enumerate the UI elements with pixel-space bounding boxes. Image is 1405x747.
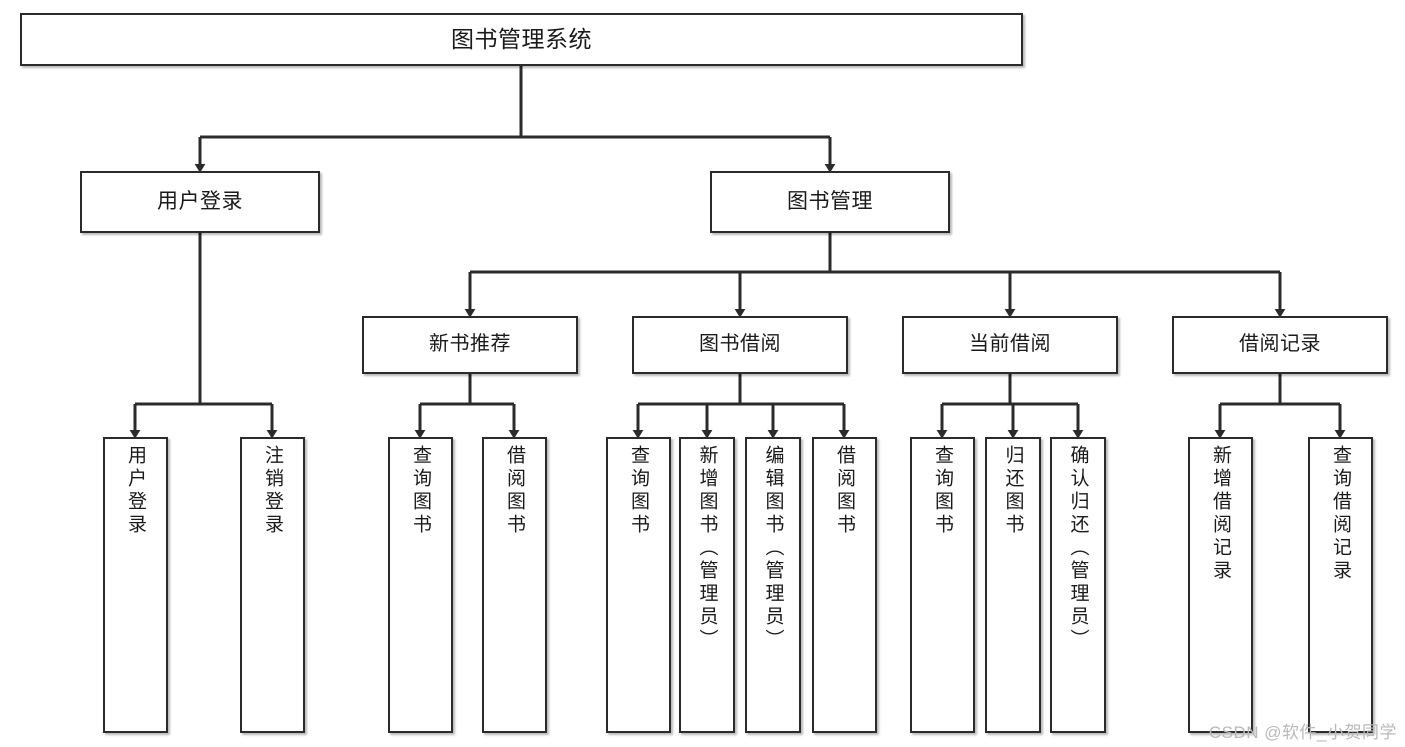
node-label: 新增图书（管理员） [696,445,718,652]
node-label: 新增借阅记录 [1210,445,1231,583]
node-root-system[interactable]: 图书管理系统 [20,13,1023,66]
node-leaf-add-book-admin[interactable]: 新增图书（管理员） [679,437,735,733]
node-label: 归还图书 [1002,445,1024,537]
node-label: 查询借阅记录 [1330,445,1351,583]
node-label: 借阅图书 [834,445,855,537]
node-label: 编辑图书（管理员） [762,445,784,652]
node-label: 查询图书 [410,445,431,537]
node-label: 注销登录 [262,445,283,537]
node-leaf-query-borrow-record[interactable]: 查询借阅记录 [1308,437,1373,733]
node-leaf-borrow-book-recommend[interactable]: 借阅图书 [482,437,547,733]
node-label: 图书管理系统 [451,25,592,52]
node-leaf-edit-book-admin[interactable]: 编辑图书（管理员） [745,437,801,733]
node-leaf-return-book[interactable]: 归还图书 [985,437,1041,733]
node-leaf-confirm-return-admin[interactable]: 确认归还（管理员） [1050,437,1106,733]
node-label: 用户登录 [157,189,243,213]
node-label: 用户登录 [125,445,146,537]
node-label: 当前借阅 [969,333,1051,356]
node-user-login[interactable]: 用户登录 [80,171,320,233]
watermark: CSDN @软件_小贺同学 [1208,723,1397,742]
node-label: 查询图书 [932,445,953,537]
node-leaf-borrow-book[interactable]: 借阅图书 [812,437,877,733]
node-new-book-recommend[interactable]: 新书推荐 [362,316,578,374]
node-leaf-query-book-current[interactable]: 查询图书 [910,437,975,733]
node-leaf-query-book-recommend[interactable]: 查询图书 [388,437,453,733]
node-leaf-query-book-borrow[interactable]: 查询图书 [606,437,671,733]
node-leaf-user-login[interactable]: 用户登录 [103,437,168,733]
node-borrow-record[interactable]: 借阅记录 [1172,316,1388,374]
node-leaf-add-borrow-record[interactable]: 新增借阅记录 [1188,437,1253,733]
node-book-management[interactable]: 图书管理 [710,171,950,233]
node-label: 查询图书 [628,445,649,537]
node-book-borrow[interactable]: 图书借阅 [632,316,848,374]
node-current-borrow[interactable]: 当前借阅 [902,316,1118,374]
node-label: 借阅图书 [504,445,525,537]
node-leaf-logout[interactable]: 注销登录 [240,437,305,733]
node-label: 借阅记录 [1239,333,1321,356]
node-label: 确认归还（管理员） [1067,445,1089,652]
node-label: 图书借阅 [699,333,781,356]
node-label: 新书推荐 [429,333,511,356]
node-label: 图书管理 [787,189,873,213]
